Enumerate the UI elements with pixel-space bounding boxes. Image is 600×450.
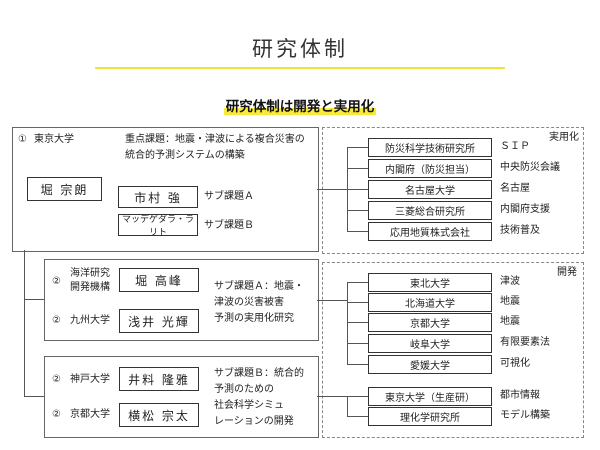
development-tick bbox=[347, 302, 368, 303]
development-tick bbox=[347, 416, 368, 417]
group-b-task-line1: サブ課題Ｂ：統合的 bbox=[214, 368, 304, 379]
development-org-box: 京都大学 bbox=[368, 313, 492, 332]
development-org-box: 理化学研究所 bbox=[368, 407, 492, 426]
development-label: 開発 bbox=[557, 267, 577, 278]
group-b-task-line2: 予測のための bbox=[214, 384, 274, 395]
practical-org-box: 内閣府（防災担当） bbox=[368, 159, 492, 178]
development-role: モデル構築 bbox=[500, 410, 550, 421]
practical-tick bbox=[347, 231, 368, 232]
development-role: 可視化 bbox=[500, 358, 530, 369]
left-spine bbox=[24, 250, 25, 396]
kyoto-org: 京都大学 bbox=[70, 409, 110, 420]
kobe-number: ② bbox=[52, 374, 61, 385]
practical-org-box: 名古屋大学 bbox=[368, 180, 492, 199]
practical-region bbox=[322, 127, 584, 254]
title-underline bbox=[95, 67, 505, 69]
member-box-iryo: 井料 隆雅 bbox=[119, 367, 199, 391]
member-box-ichimura: 市村 強 bbox=[118, 186, 198, 208]
practical-org-box: 防災科学技術研究所 bbox=[368, 138, 492, 157]
development-org-box: 愛媛大学 bbox=[368, 355, 492, 374]
practical-label: 実用化 bbox=[549, 132, 579, 143]
jamstec-org-line1: 海洋研究 bbox=[70, 268, 110, 279]
practical-tick bbox=[347, 147, 368, 148]
leader-box: 堀 宗朗 bbox=[27, 177, 102, 201]
development-link-a bbox=[317, 300, 347, 301]
tokyo-theme-line1: 重点課題：地震・津波による複合災害の bbox=[125, 134, 305, 145]
group-a-task-line1: サブ課題Ａ：地震・ bbox=[214, 281, 304, 292]
tokyo-theme-line2: 統合的予測システムの構築 bbox=[125, 150, 245, 161]
practical-link bbox=[317, 189, 347, 190]
development-role: 都市情報 bbox=[500, 390, 540, 401]
group-b-task-line3: 社会科学シミュ bbox=[214, 400, 284, 411]
development-role: 有限要素法 bbox=[500, 337, 550, 348]
member-box-yokomatsu: 横松 宗太 bbox=[119, 403, 199, 427]
development-tick bbox=[347, 396, 368, 397]
practical-role: 技術普及 bbox=[500, 225, 540, 236]
practical-role: ＳＩＰ bbox=[500, 141, 530, 152]
subtitle: 研究体制は開発と実用化 bbox=[223, 99, 377, 115]
practical-org-box: 三菱総合研究所 bbox=[368, 201, 492, 220]
kobe-org: 神戸大学 bbox=[70, 374, 110, 385]
development-tick bbox=[347, 343, 368, 344]
development-role: 地震 bbox=[500, 316, 520, 327]
development-org-box: 岐阜大学 bbox=[368, 334, 492, 353]
kyushu-org: 九州大学 bbox=[70, 315, 110, 326]
member-box-asai: 浅井 光輝 bbox=[119, 309, 199, 333]
group-b-task-line4: レーションの開発 bbox=[214, 416, 294, 427]
development-org-box: 東北大学 bbox=[368, 273, 492, 292]
practical-tick bbox=[347, 168, 368, 169]
practical-org-box: 応用地質株式会社 bbox=[368, 222, 492, 241]
development-region bbox=[322, 262, 584, 438]
development-spine-a bbox=[347, 282, 348, 364]
tokyo-org: 東京大学 bbox=[34, 134, 74, 145]
member-box-hori-takane: 堀 高峰 bbox=[119, 268, 199, 292]
kyoto-number: ② bbox=[52, 409, 61, 420]
practical-role: 名古屋 bbox=[500, 183, 530, 194]
left-branch-b bbox=[24, 396, 44, 397]
practical-tick bbox=[347, 189, 368, 190]
practical-role: 内閣府支援 bbox=[500, 204, 550, 215]
group-a-task-line2: 津波の災害被害 bbox=[214, 297, 284, 308]
jamstec-org-line2: 開発機構 bbox=[70, 282, 110, 293]
development-tick bbox=[347, 282, 368, 283]
development-tick bbox=[347, 322, 368, 323]
member-task-ichimura: サブ課題Ａ bbox=[204, 191, 254, 202]
tokyo-number: ① bbox=[18, 134, 27, 145]
practical-role: 中央防災会議 bbox=[500, 162, 560, 173]
jamstec-number: ② bbox=[52, 276, 61, 287]
group-a-task-line3: 予測の実用化研究 bbox=[214, 313, 294, 324]
development-tick bbox=[347, 364, 368, 365]
development-link-b bbox=[317, 396, 347, 397]
practical-tick bbox=[347, 210, 368, 211]
left-branch-a bbox=[24, 299, 44, 300]
member-box-lalith: マッデゲダラ・ラリト bbox=[118, 214, 198, 238]
development-role: 津波 bbox=[500, 276, 520, 287]
development-role: 地震 bbox=[500, 296, 520, 307]
development-org-box: 東京大学（生産研） bbox=[368, 387, 492, 406]
kyushu-number: ② bbox=[52, 315, 61, 326]
member-task-lalith: サブ課題Ｂ bbox=[204, 220, 254, 231]
page-title: 研究体制 bbox=[252, 37, 348, 61]
development-org-box: 北海道大学 bbox=[368, 293, 492, 312]
development-spine-b bbox=[347, 396, 348, 416]
